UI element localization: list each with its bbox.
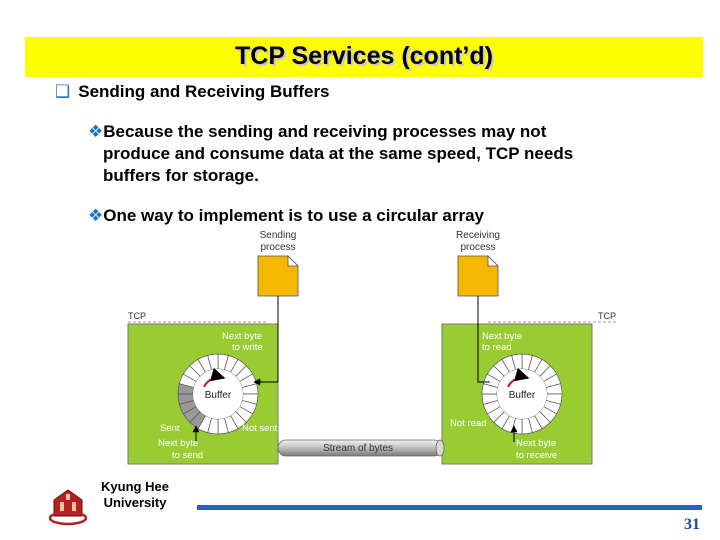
sending-process-label-2: process (260, 242, 295, 253)
next-byte-to-send-label-2: to send (172, 450, 203, 461)
sender-buffer-label: Buffer (205, 390, 232, 401)
receiving-process-label-2: process (460, 242, 495, 253)
receiver-buffer-label: Buffer (509, 390, 536, 401)
sent-label: Sent (160, 423, 180, 434)
next-byte-to-receive-label-2: to receive (516, 450, 557, 461)
footer-rule (197, 505, 702, 510)
next-byte-to-write-label-1: Next byte (222, 331, 262, 342)
next-byte-to-send-label-1: Next byte (158, 438, 198, 449)
bullet-text: Sending and Receiving Buffers (78, 82, 330, 101)
diamond-bullet-icon: ❖ (88, 206, 104, 226)
tcp-left-label: TCP (128, 311, 146, 321)
receiving-process-file-icon (457, 255, 499, 297)
stream-of-bytes-label: Stream of bytes (323, 443, 393, 454)
not-read-label: Not read (450, 418, 486, 429)
next-byte-to-receive-label-1: Next byte (516, 438, 556, 449)
sub-bullet-line-2: produce and consume data at the same spe… (103, 144, 574, 163)
sub-bullet-line-1: Because the sending and receiving proces… (103, 122, 547, 141)
next-byte-to-write-label-2: to write (232, 342, 263, 353)
receiver-buffer-center (497, 369, 547, 419)
sub-bullet-text: One way to implement is to use a circula… (103, 206, 485, 225)
slide-title: TCP Services (cont’d) (235, 42, 493, 70)
page-number: 31 (684, 516, 700, 533)
receiving-process-label-1: Receiving (456, 230, 500, 241)
title-bar: TCP Services (cont’d) (25, 37, 703, 77)
university-seal-logo (48, 489, 88, 526)
university-name: Kyung Hee University (90, 479, 180, 511)
pipe-end-cap (435, 439, 445, 457)
university-name-line-1: Kyung Hee (101, 479, 169, 494)
bullet-sending-receiving-buffers: ❑ Sending and Receiving Buffers (55, 82, 330, 102)
university-name-line-2: University (103, 495, 167, 510)
sender-rotation-arrow (203, 367, 226, 388)
tcp-buffer-diagram: Sending process Receiving process TCP TC… (127, 230, 616, 465)
sub-bullet-circular-array: ❖One way to implement is to use a circul… (88, 205, 484, 227)
sending-process-file-icon (257, 255, 299, 297)
sender-buffer-center (193, 369, 243, 419)
next-byte-to-read-line (477, 296, 490, 383)
sub-bullet-line-3: buffers for storage. (103, 166, 259, 185)
receiver-rotation-arrow (507, 367, 530, 388)
next-byte-to-read-label-1: Next byte (482, 331, 522, 342)
tcp-right-label: TCP (598, 311, 616, 321)
not-sent-label: Not sent (242, 423, 278, 434)
square-bullet-icon: ❑ (55, 82, 71, 102)
sending-process-label-1: Sending (260, 230, 297, 241)
diamond-bullet-icon: ❖ (88, 122, 104, 142)
next-byte-to-write-arrow (253, 296, 279, 386)
next-byte-to-read-label-2: to read (482, 342, 512, 353)
sub-bullet-because: ❖Because the sending and receiving proce… (88, 121, 573, 187)
